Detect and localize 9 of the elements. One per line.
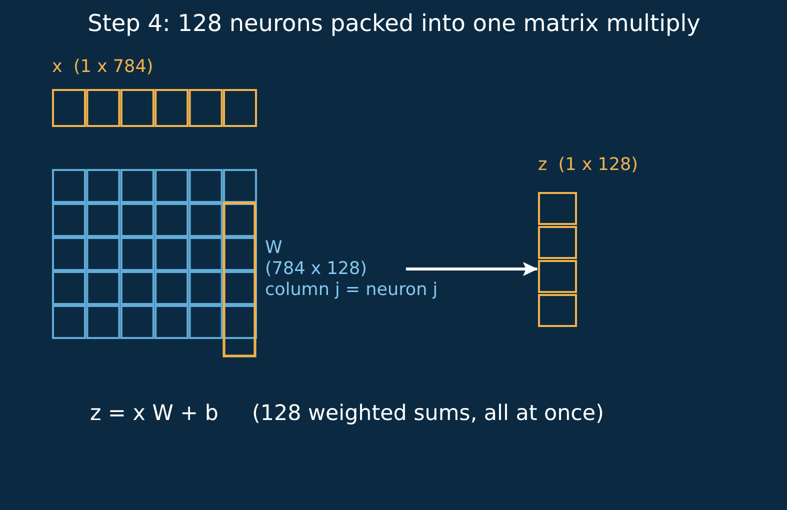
- column-note: column j = neuron j: [265, 280, 438, 300]
- vector-label: x (1 x 784): [52, 57, 154, 78]
- matrix-name: W: [265, 238, 282, 258]
- output-vector-label: z (1 x 128): [538, 155, 638, 176]
- equation: z = x W + b: [90, 401, 218, 427]
- matrix-size-label: (784 x 128): [265, 258, 367, 280]
- arrow: [406, 262, 538, 276]
- equation-note: (128 weighted sums, all at once): [252, 401, 604, 427]
- diagram-title: Step 4: 128 neurons packed into one matrix multiply: [88, 10, 700, 38]
